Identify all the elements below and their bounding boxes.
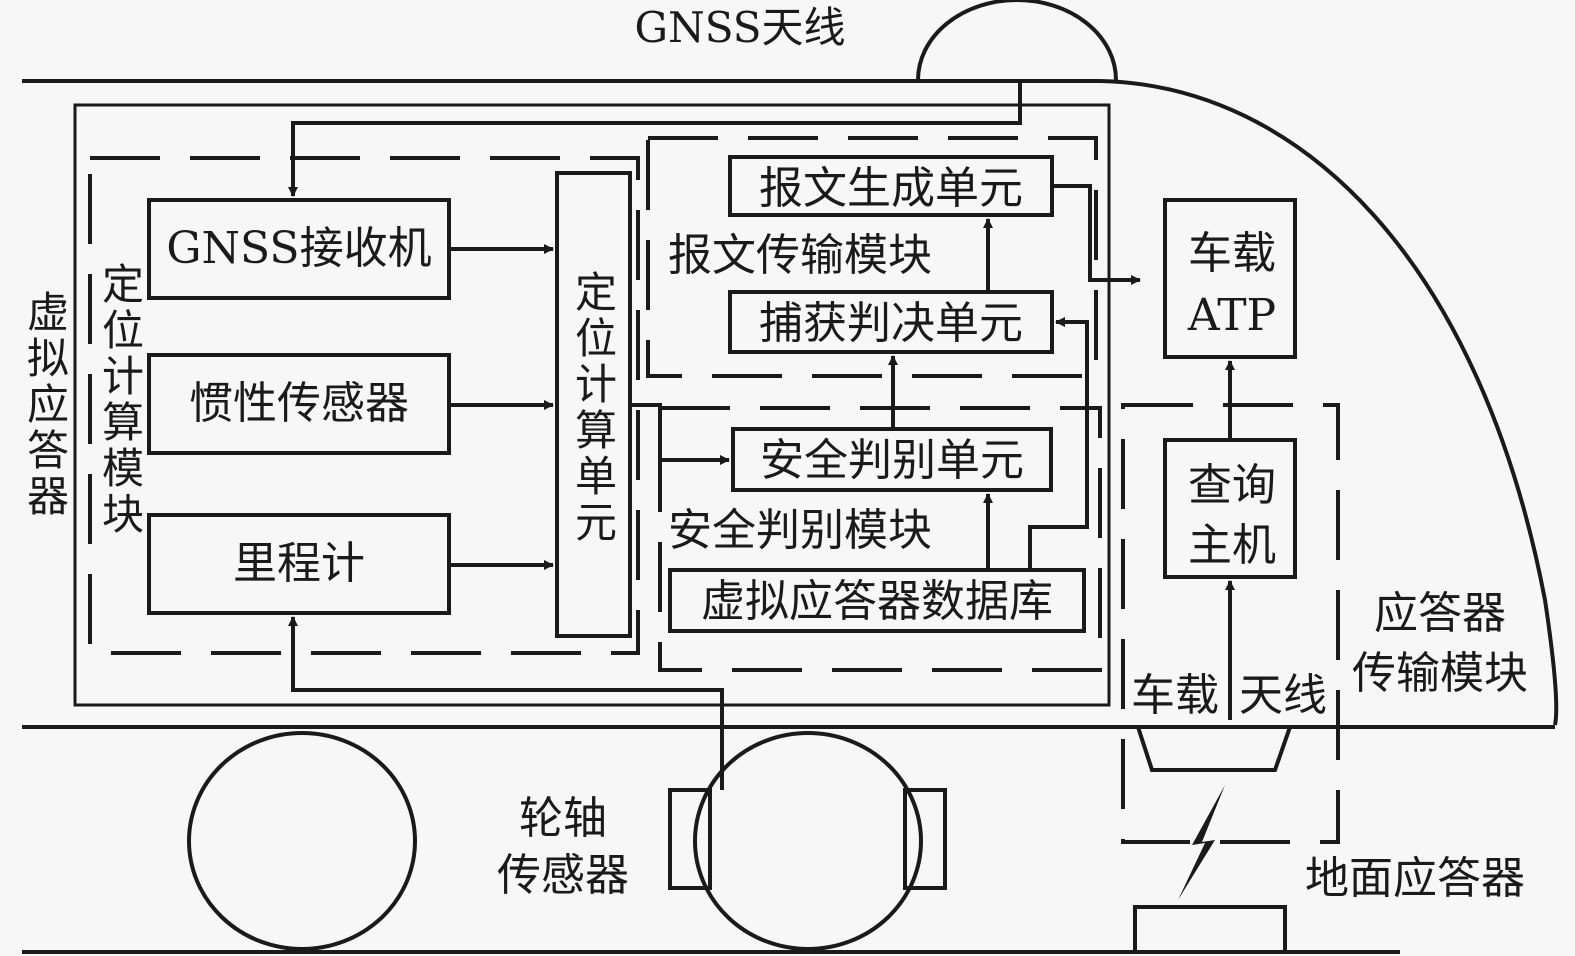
wheel-left <box>187 731 417 951</box>
positioning-unit-label: 定位计算单元 <box>569 270 618 546</box>
axle-sensor-label-1: 轮轴 <box>519 793 607 844</box>
capture-decision-unit-box <box>728 290 1054 354</box>
capture-decision-unit-label: 捕获判决单元 <box>759 298 1023 349</box>
onboard-atp-label-2: ATP <box>1187 290 1276 341</box>
onboard-atp-box <box>1163 198 1297 359</box>
axle-sensor-to-odometer-arrow <box>288 616 724 790</box>
onboard-atp-label-1: 车载 <box>1188 228 1276 279</box>
inertial-sensor-label: 惯性传感器 <box>189 378 409 429</box>
onboard-antenna-label-1: 车载 <box>1131 670 1219 721</box>
vb-database-label: 虚拟应答器数据库 <box>701 576 1053 627</box>
balise-tx-module-label-2: 传输模块 <box>1352 648 1528 699</box>
ground-balise-label: 地面应答器 <box>1305 853 1525 904</box>
query-host-label-2: 主机 <box>1188 520 1276 571</box>
balise-tx-module-label-1: 应答器 <box>1374 588 1506 639</box>
odometer-label: 里程计 <box>233 538 365 589</box>
lightning-icon <box>1178 785 1225 900</box>
wheel-right <box>693 731 923 951</box>
safety-module-label: 安全判别模块 <box>668 505 932 556</box>
gnss-receiver-label: GNSS接收机 <box>166 223 431 274</box>
virtual-balise-label: 虚拟应答器 <box>21 290 70 520</box>
axle-sensor-left-block <box>668 788 712 890</box>
gnss-antenna-to-receiver-arrow <box>288 81 1022 197</box>
onboard-antenna-label-2: 天线 <box>1239 670 1327 721</box>
train-nose-curve <box>1099 79 1559 726</box>
axle-sensor-label-2: 传感器 <box>497 850 629 901</box>
message-tx-module-dashed-box <box>646 136 1098 378</box>
positioning-module-label: 定位计算模块 <box>96 262 145 538</box>
db-to-capture-arrow <box>1028 317 1089 570</box>
vb-database-box <box>668 568 1086 633</box>
msggen-to-atp-arrow <box>1052 184 1141 285</box>
query-host-label-1: 查询 <box>1188 460 1276 511</box>
ground-balise-box <box>1133 905 1287 954</box>
virtual-balise-box <box>73 103 1111 707</box>
gnss-antenna-dome <box>916 0 1118 81</box>
axle-sensor-right-block <box>903 788 947 890</box>
message-gen-unit-label: 报文生成单元 <box>759 163 1023 214</box>
onboard-antenna-shape <box>1135 725 1293 772</box>
positioning-module-dashed-box <box>88 156 640 655</box>
gnss-antenna-label: GNSS天线 <box>634 3 845 52</box>
message-tx-module-label: 报文传输模块 <box>668 230 932 281</box>
safety-module-dashed-box <box>658 406 1102 672</box>
unit-to-safety-arrow <box>630 403 730 465</box>
safety-unit-label: 安全判别单元 <box>760 435 1024 486</box>
